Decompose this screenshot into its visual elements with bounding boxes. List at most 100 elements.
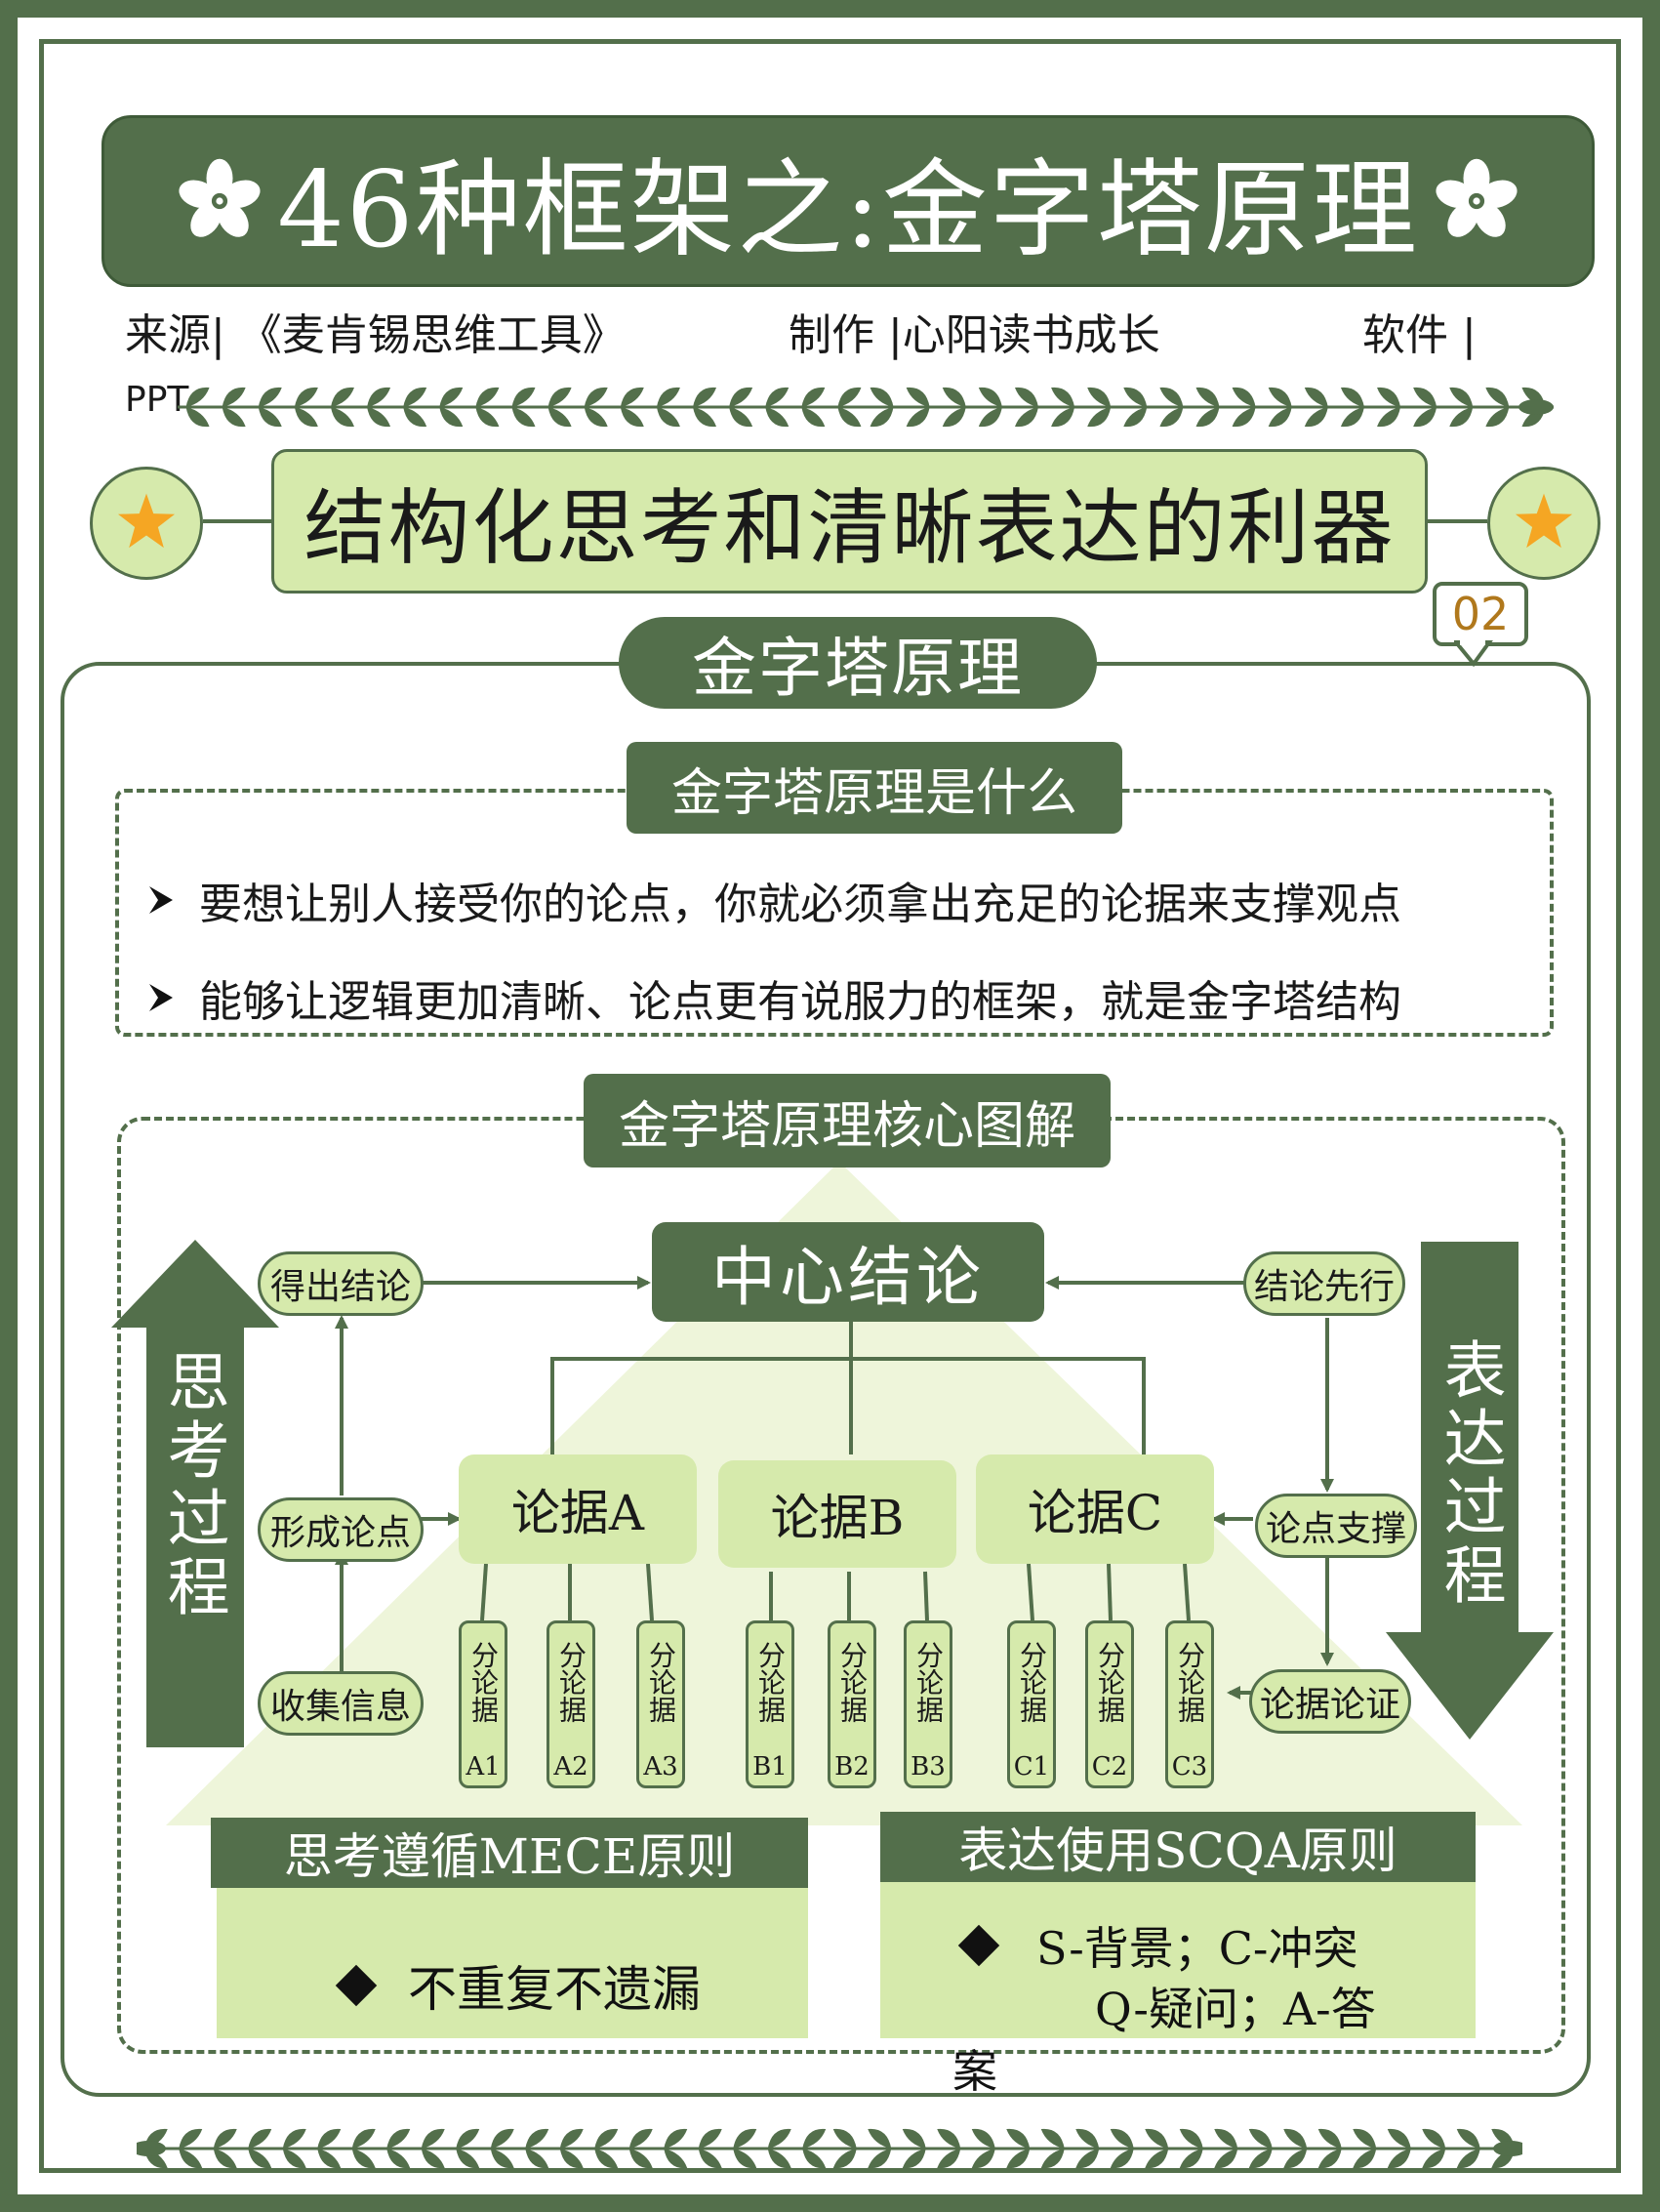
scqa-line3: 案 xyxy=(952,2045,997,2098)
software-text: 软件 | xyxy=(1362,310,1477,360)
argument-box: 论据A xyxy=(459,1454,697,1564)
sub-argument-box: 分论据 B3 xyxy=(904,1620,952,1788)
inner-frame xyxy=(39,39,1621,2173)
connector-line xyxy=(203,519,273,523)
star-icon xyxy=(1515,493,1573,549)
expression-process-arrow xyxy=(1386,1242,1554,1740)
scqa-heading: 表达使用SCQA原则 xyxy=(880,1812,1476,1882)
star-badge-right xyxy=(1487,467,1600,580)
expression-step-label: 结论先行 xyxy=(1253,1267,1395,1307)
definition-heading-label: 金字塔原理是什么 xyxy=(670,763,1077,823)
source-text: 来源| 《麦肯锡思维工具》 xyxy=(125,310,626,360)
diamond-bullet-icon xyxy=(335,1964,378,2007)
mece-heading: 思考遵循MECE原则 xyxy=(211,1818,808,1888)
thinking-step: 收集信息 xyxy=(258,1671,424,1736)
sub-argument-id: B1 xyxy=(752,1752,788,1782)
central-conclusion-label: 中心结论 xyxy=(711,1240,985,1315)
sub-argument-id: B2 xyxy=(834,1752,870,1782)
sub-argument-box: 分论据 C3 xyxy=(1165,1620,1214,1788)
sub-argument-text: 分论据 xyxy=(836,1641,869,1723)
diagram-heading-label: 金字塔原理核心图解 xyxy=(618,1096,1075,1156)
thinking-process-arrow xyxy=(111,1240,279,1747)
star-badge-left xyxy=(90,467,203,580)
sub-argument-box: 分论据 C2 xyxy=(1085,1620,1134,1788)
sub-argument-text: 分论据 xyxy=(912,1641,945,1723)
argument-label: 论据C xyxy=(1027,1485,1163,1541)
page-number: 02 xyxy=(1451,588,1510,640)
sub-argument-box: 分论据 B2 xyxy=(828,1620,876,1788)
sub-argument-box: 分论据 B1 xyxy=(746,1620,794,1788)
maker-text: 制作 |心阳读书成长 xyxy=(789,310,1160,360)
expression-step: 论据论证 xyxy=(1249,1669,1411,1734)
leaf-vine xyxy=(137,2128,1522,2169)
sub-argument-text: 分论据 xyxy=(1174,1641,1206,1723)
argument-label: 论据A xyxy=(510,1485,645,1541)
expression-step-label: 论点支撑 xyxy=(1265,1509,1406,1549)
sub-argument-text: 分论据 xyxy=(1016,1641,1048,1723)
sub-argument-text: 分论据 xyxy=(555,1641,587,1723)
scqa-line2: Q-疑问；A-答 xyxy=(1095,1983,1376,2035)
argument-box: 论据C xyxy=(976,1454,1214,1564)
sub-argument-id: A3 xyxy=(643,1752,678,1782)
definition-bullet: 要想让别人接受你的论点，你就必须拿出充足的论据来支撑观点 xyxy=(146,869,1401,931)
sub-argument-text: 分论据 xyxy=(1094,1641,1126,1723)
flower-icon xyxy=(179,158,261,237)
definition-bullet-text: 要想让别人接受你的论点，你就必须拿出充足的论据来支撑观点 xyxy=(199,880,1401,929)
thinking-step-label: 得出结论 xyxy=(269,1267,411,1307)
software-value: PPT xyxy=(125,380,189,420)
thinking-step: 得出结论 xyxy=(258,1251,424,1316)
diagram-heading: 金字塔原理核心图解 xyxy=(584,1074,1111,1167)
thinking-step: 形成论点 xyxy=(258,1497,424,1562)
arrow-bullet-icon xyxy=(149,984,173,1011)
mece-heading-label: 思考遵循MECE原则 xyxy=(283,1828,736,1885)
sub-argument-text: 分论据 xyxy=(645,1641,677,1723)
definition-bullet-text: 能够让逻辑更加清晰、论点更有说服力的框架，就是金字塔结构 xyxy=(199,977,1401,1027)
subtitle-box: 结构化思考和清晰表达的利器 xyxy=(271,449,1428,594)
sub-argument-box: 分论据 A2 xyxy=(547,1620,595,1788)
section-pill-label: 金字塔原理 xyxy=(692,631,1024,706)
sub-argument-id: C1 xyxy=(1013,1752,1050,1782)
diamond-bullet-icon xyxy=(957,1924,1000,1967)
page-number-badge: 02 xyxy=(1433,582,1528,646)
star-icon xyxy=(117,493,176,549)
sub-argument-box: 分论据 C1 xyxy=(1007,1620,1056,1788)
thinking-step-label: 收集信息 xyxy=(269,1687,411,1727)
sub-argument-box: 分论据 A1 xyxy=(459,1620,507,1788)
connector-line xyxy=(1427,519,1487,523)
sub-argument-text: 分论据 xyxy=(754,1641,787,1723)
argument-box: 论据B xyxy=(718,1460,956,1568)
sub-argument-id: C2 xyxy=(1091,1752,1128,1782)
scqa-line1: S-背景；C-冲突 xyxy=(1036,1922,1358,1975)
thinking-step-label: 形成论点 xyxy=(269,1513,411,1553)
page-title: 46种框架之:金字塔原理 xyxy=(277,149,1419,271)
expression-process-label: 表达过程 xyxy=(1433,1337,1506,1611)
definition-heading: 金字塔原理是什么 xyxy=(627,742,1122,834)
scqa-heading-label: 表达使用SCQA原则 xyxy=(958,1823,1397,1879)
sub-argument-id: A1 xyxy=(466,1752,501,1782)
badge-pointer xyxy=(1454,640,1493,668)
title-banner: 46种框架之:金字塔原理 xyxy=(101,115,1595,287)
expression-step-label: 论据论证 xyxy=(1259,1685,1400,1725)
sub-argument-id: C3 xyxy=(1171,1752,1208,1782)
expression-step: 论点支撑 xyxy=(1255,1494,1417,1558)
central-conclusion: 中心结论 xyxy=(652,1222,1044,1322)
arrow-bullet-icon xyxy=(149,886,173,914)
mece-bullet: 不重复不遗漏 xyxy=(335,1950,701,2021)
sub-argument-id: A2 xyxy=(553,1752,588,1782)
argument-label: 论据B xyxy=(770,1490,905,1546)
thinking-process-label: 思考过程 xyxy=(156,1349,229,1622)
mece-panel xyxy=(217,1888,808,2038)
sub-argument-box: 分论据 A3 xyxy=(636,1620,685,1788)
section-pill: 金字塔原理 xyxy=(619,617,1097,709)
sub-argument-text: 分论据 xyxy=(467,1641,500,1723)
expression-step: 结论先行 xyxy=(1243,1251,1405,1316)
mece-text: 不重复不遗漏 xyxy=(408,1961,701,2018)
flower-icon xyxy=(1436,158,1518,237)
sub-argument-id: B3 xyxy=(911,1752,946,1782)
subtitle-text: 结构化思考和清晰表达的利器 xyxy=(304,479,1396,576)
leaf-vine xyxy=(178,387,1554,428)
definition-bullet: 能够让逻辑更加清晰、论点更有说服力的框架，就是金字塔结构 xyxy=(146,966,1401,1029)
